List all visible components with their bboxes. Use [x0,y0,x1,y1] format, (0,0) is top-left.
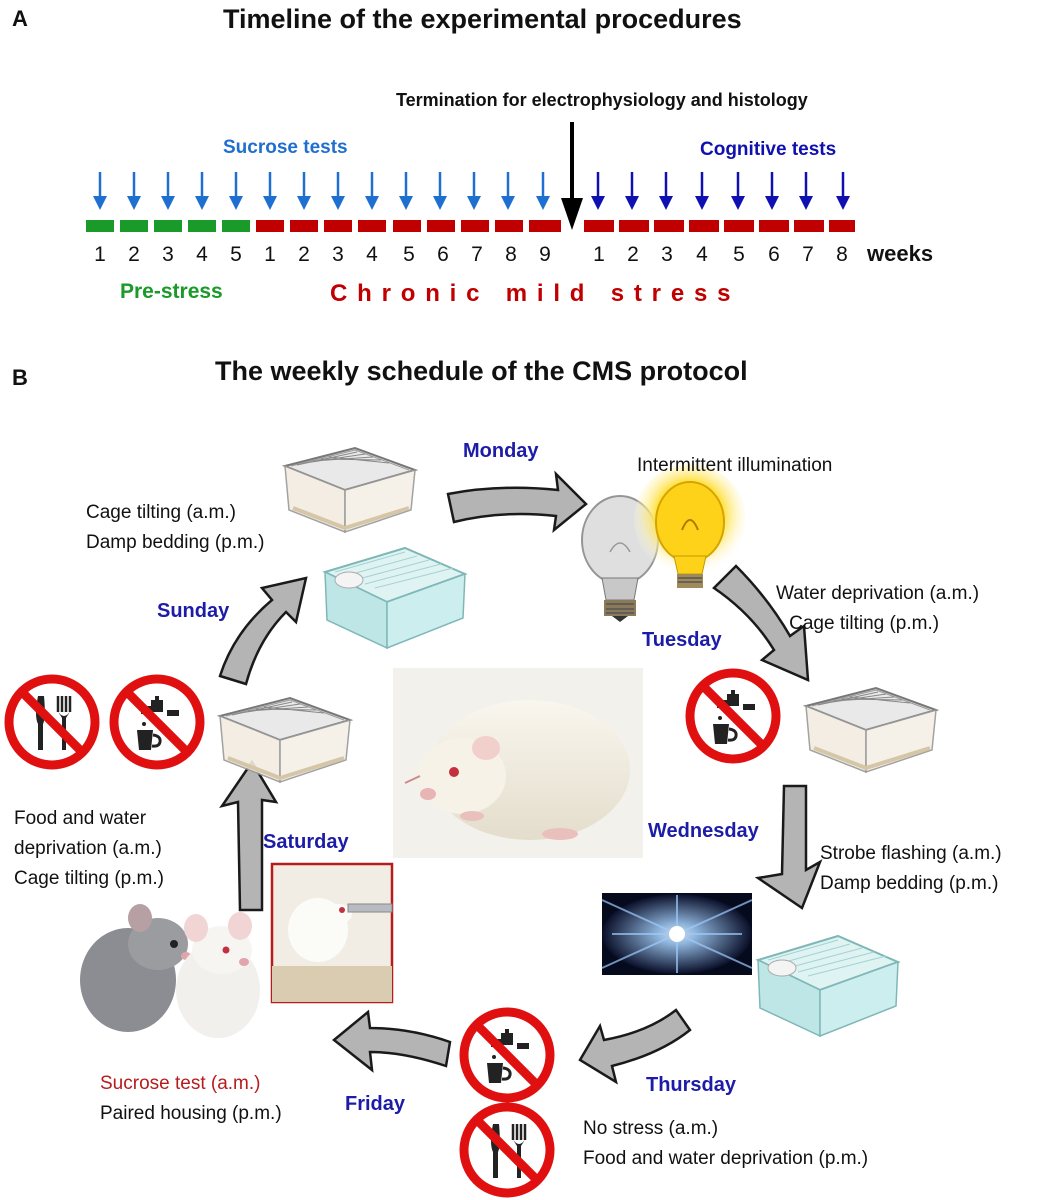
cycle-arrows [218,470,823,1085]
termination-label: Termination for electrophysiology and hi… [396,90,808,110]
day-thursday: Thursday [646,1074,737,1096]
arrow-sat-sun-lower [219,759,279,912]
week-number: 1 [94,243,106,266]
arrow-thu-fri [578,1008,692,1085]
sunday-am: Cage tilting (a.m.) [86,502,236,523]
drinking-rat-image [270,862,394,1004]
week-number: 3 [162,243,174,266]
thursday-am: No stress (a.m.) [583,1118,719,1139]
wednesday-activity: Strobe flashing (a.m.) Damp bedding (p.m… [820,839,1002,899]
saturday-line-2: deprivation (a.m.) [14,838,162,859]
arrow-fri-sat [332,1009,452,1073]
paired-rats-image [80,904,260,1038]
tuesday-pm: Cage tilting (p.m.) [789,613,940,634]
arrow-sun-mon [446,470,588,533]
week-number: 6 [437,243,449,266]
week-number: 1 [593,243,605,266]
cage-icon [283,446,417,534]
panel-b-title: The weekly schedule of the CMS protocol [215,356,748,386]
cms-label: Chronic mild stress [330,280,741,307]
week-number: 9 [539,243,551,266]
thursday-pm: Food and water deprivation (p.m.) [583,1148,869,1169]
termination-arrow [561,122,583,230]
week-number: 2 [298,243,310,266]
cms-segments [256,220,855,232]
wednesday-pm: Damp bedding (p.m.) [820,873,999,894]
week-number: 8 [505,243,517,266]
wednesday-am: Strobe flashing (a.m.) [820,843,1002,864]
day-tuesday: Tuesday [642,629,722,651]
no-food-icon [9,679,95,765]
sunday-pm: Damp bedding (p.m.) [86,532,265,553]
week-number: 5 [230,243,242,266]
week-number: 6 [768,243,780,266]
arrow-mon-tue [712,564,810,682]
week-number: 3 [332,243,344,266]
week-number: 1 [264,243,276,266]
pre-stress-label: Pre-stress [120,280,223,303]
arrow-sun-up [218,576,308,686]
panel-a-letter: A [12,6,28,31]
sunday-activity: Cage tilting (a.m.) Damp bedding (p.m.) [86,498,264,558]
day-wednesday: Wednesday [648,820,759,842]
cognitive-tests-label: Cognitive tests [700,139,837,160]
week-number: 5 [403,243,415,266]
panel-a-title: Timeline of the experimental procedures [223,4,742,34]
day-friday: Friday [345,1093,406,1115]
no-water-icon [114,679,200,765]
saturday-activity: Food and water deprivation (a.m.) Cage t… [14,804,164,894]
friday-am: Sucrose test (a.m.) [100,1073,261,1094]
week-number: 7 [802,243,814,266]
week-number: 5 [733,243,745,266]
cognitive-arrows [589,170,852,212]
sucrose-arrows [91,170,552,212]
no-food-icon [464,1107,550,1193]
cage-icon [757,935,899,1037]
day-monday: Monday [463,440,539,462]
timeline-bars [86,220,855,232]
cage-icon [324,547,466,649]
no-water-icon [464,1012,550,1098]
rat-image [393,668,643,858]
thursday-activity: No stress (a.m.) Food and water deprivat… [583,1114,868,1174]
day-saturday: Saturday [263,831,349,853]
strobe-image [601,893,753,975]
week-number: 3 [661,243,673,266]
day-sunday: Sunday [157,600,230,622]
monday-activity: Intermittent illumination [637,455,833,476]
arrow-wed-thu [754,784,823,910]
week-number: 2 [128,243,140,266]
week-number: 4 [196,243,208,266]
friday-pm: Paired housing (p.m.) [100,1103,282,1124]
panel-b-letter: B [12,365,28,390]
saturday-line-1: Food and water [14,808,147,829]
tuesday-activity: Water deprivation (a.m.) Cage tilting (p… [776,579,979,639]
week-number: 2 [627,243,639,266]
week-number: 4 [366,243,378,266]
friday-activity: Sucrose test (a.m.) Paired housing (p.m.… [100,1069,282,1129]
sucrose-tests-label: Sucrose tests [223,137,348,158]
cage-icon [218,696,352,784]
tuesday-am: Water deprivation (a.m.) [776,583,980,604]
saturday-line-3: Cage tilting (p.m.) [14,868,164,889]
week-number: 7 [471,243,483,266]
week-number: 8 [836,243,848,266]
weeks-unit-label: weeks [867,241,934,266]
no-water-icon [690,673,776,759]
pre-stress-segments [86,220,250,232]
week-number: 4 [696,243,708,266]
cage-icon [804,686,938,774]
light-bulb-icon [634,464,746,588]
